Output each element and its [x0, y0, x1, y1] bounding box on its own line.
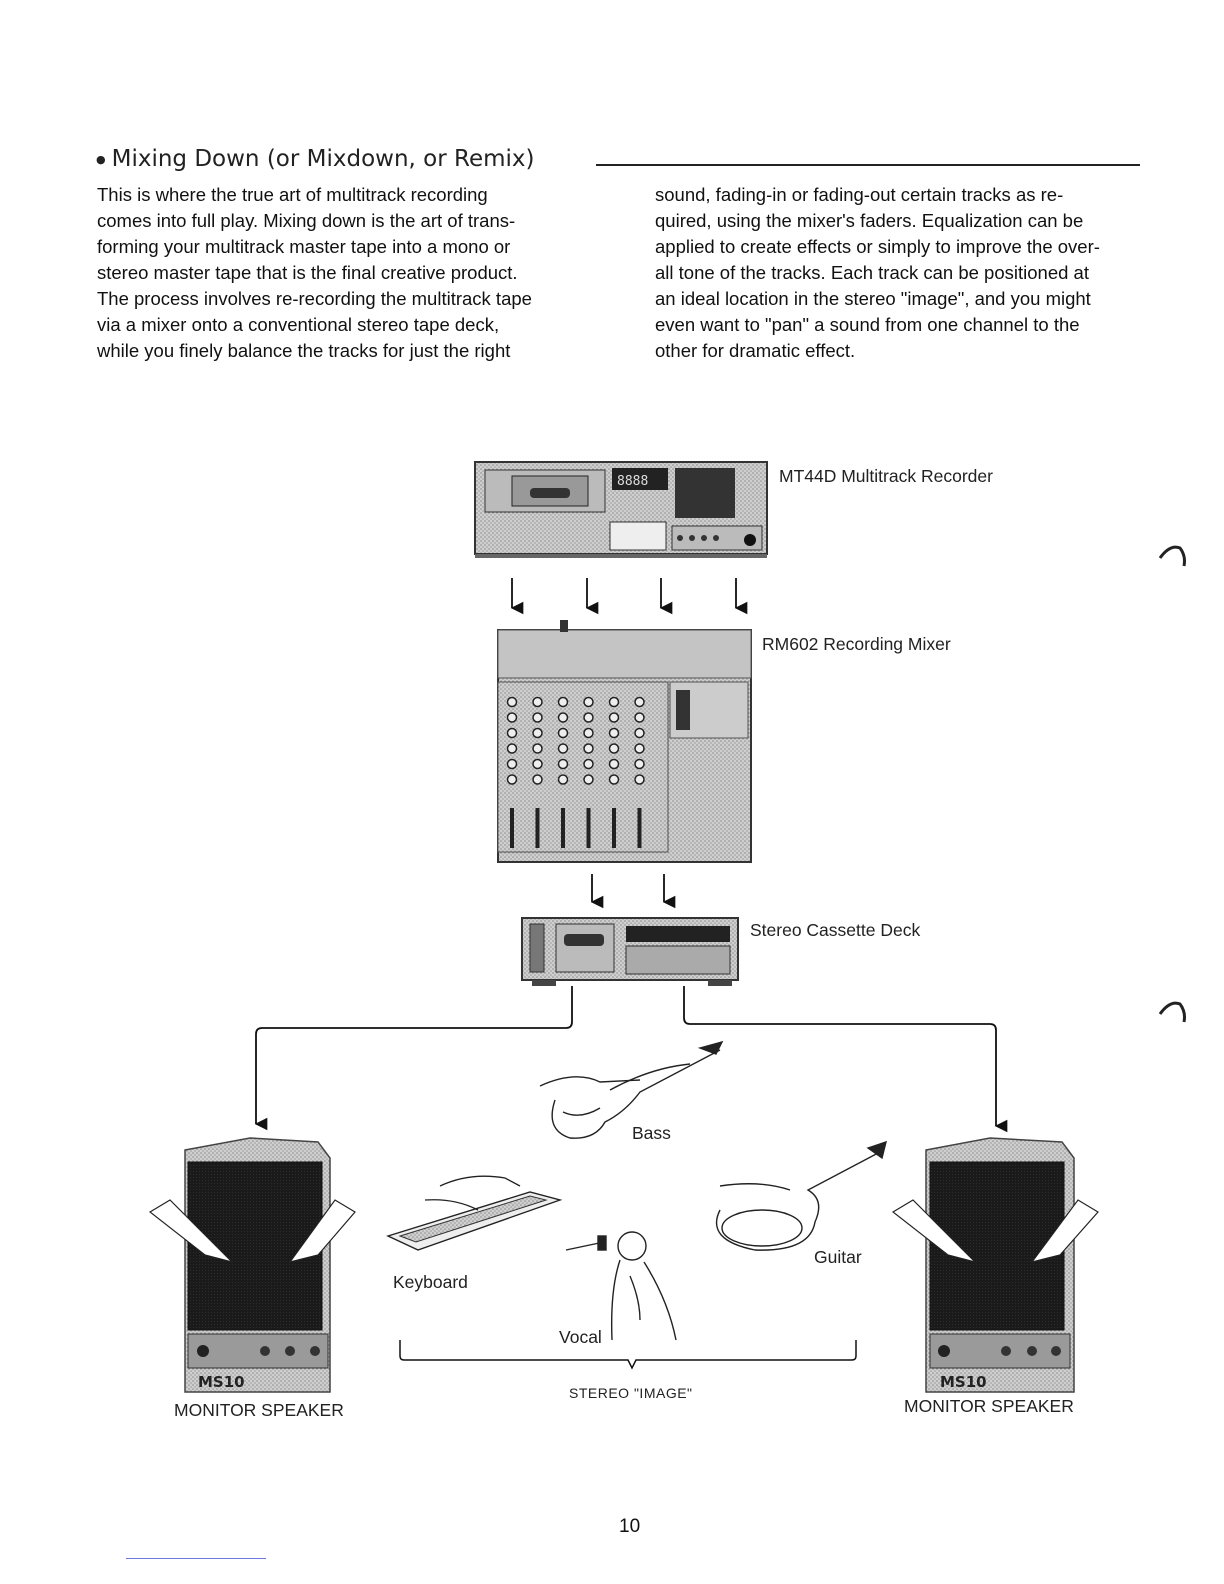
mixer-knob — [557, 727, 569, 739]
mixer-knob — [583, 727, 594, 739]
multitrack-recorder — [474, 461, 768, 558]
footer-rule — [126, 1558, 266, 1559]
left-speaker-badge: MS10 — [198, 1373, 245, 1391]
mixer-knob — [634, 774, 645, 785]
mixer-knob — [506, 727, 518, 739]
mixer-fader — [561, 808, 565, 848]
body-line: other for dramatic effect. — [655, 340, 856, 361]
mixer-knob — [583, 696, 594, 708]
mixer-knob — [557, 758, 569, 770]
body-line: comes into full play. Mixing down is the… — [97, 210, 516, 231]
mixer-knob — [583, 774, 594, 785]
section-title: Mixing Down (or Mixdown, or Remix) — [111, 146, 535, 172]
mixer-knob — [506, 712, 518, 723]
mixer-knob — [608, 712, 620, 723]
body-line: even want to "pan" a sound from one chan… — [655, 314, 1080, 335]
deck-to-speaker-lines — [254, 986, 1008, 1133]
body-line: The process involves re-recording the mu… — [97, 288, 532, 309]
bass-label: Bass — [632, 1123, 671, 1143]
mixer-knob — [634, 743, 645, 754]
vocal-label: Vocal — [559, 1327, 602, 1347]
body-column-left: This is where the true art of multitrack… — [97, 182, 532, 364]
mixer-to-deck-arrows — [590, 874, 676, 909]
margin-mark — [1158, 545, 1186, 567]
guitar-label: Guitar — [814, 1247, 862, 1267]
mixer-knob — [506, 774, 518, 785]
mixer-knob — [583, 743, 594, 754]
mixer-knob — [583, 712, 594, 723]
right-speaker-label: MONITOR SPEAKER — [904, 1396, 1074, 1416]
mixer-knob — [532, 712, 543, 723]
recorder-to-mixer-arrows — [510, 578, 748, 615]
body-line: quired, using the mixer's faders. Equali… — [655, 210, 1084, 231]
body-line: via a mixer onto a conventional stereo t… — [97, 314, 500, 335]
mixer-knob — [532, 758, 543, 770]
heading-rule — [596, 164, 1140, 166]
mixer-knob — [506, 743, 518, 754]
mixer-knob — [532, 696, 543, 708]
deck-label: Stereo Cassette Deck — [750, 920, 921, 940]
body-line: forming your multitrack master tape into… — [97, 236, 511, 257]
left-speaker-label: MONITOR SPEAKER — [174, 1400, 344, 1420]
keyboard-label: Keyboard — [393, 1272, 468, 1292]
mixer-knob — [557, 774, 569, 785]
mixer-fader — [637, 808, 642, 848]
vocalist-illustration — [565, 1231, 677, 1341]
mixer-knob — [608, 696, 620, 708]
mixer-knob — [608, 758, 620, 770]
mixer-knob — [634, 696, 645, 708]
mixer-knob — [608, 743, 620, 754]
right-monitor-speaker — [891, 1137, 1099, 1393]
body-line: an ideal location in the stereo "image",… — [655, 288, 1091, 309]
body-line: sound, fading-in or fading-out certain t… — [655, 184, 1064, 205]
mixer-knob — [532, 743, 543, 754]
left-monitor-speaker — [148, 1137, 356, 1393]
recorder-label: MT44D Multitrack Recorder — [779, 466, 993, 486]
margin-mark — [1158, 1001, 1186, 1023]
mixer-knob — [532, 727, 543, 739]
mixer-knob — [634, 712, 645, 723]
mixer-label: RM602 Recording Mixer — [762, 634, 951, 654]
mixer-knobs — [506, 696, 645, 848]
keyboard-illustration — [386, 1175, 563, 1251]
mixer-knob — [506, 758, 518, 770]
heading-bullet: ● — [96, 153, 106, 166]
page-number: 10 — [619, 1516, 641, 1537]
mixer-knob — [532, 774, 543, 785]
body-column-right: sound, fading-in or fading-out certain t… — [655, 182, 1100, 364]
stereo-cassette-deck — [521, 917, 739, 986]
guitar-illustration — [715, 1140, 887, 1251]
mixer-knob — [557, 696, 569, 708]
recorder-display: 8888 — [617, 474, 648, 489]
mixer-fader — [535, 808, 540, 848]
body-line: stereo master tape that is the final cre… — [97, 262, 518, 283]
mixer-knob — [634, 758, 645, 770]
mixer-fader — [510, 808, 514, 848]
mixer-knob — [608, 727, 620, 739]
mixer-knob — [557, 712, 569, 723]
mixer-knob — [608, 774, 620, 785]
mixer-fader — [586, 808, 591, 848]
mixer-knob — [506, 696, 518, 708]
body-line: all tone of the tracks. Each track can b… — [655, 262, 1089, 283]
stereo-image-label: STEREO "IMAGE" — [569, 1385, 693, 1401]
bass-illustration — [539, 1040, 724, 1139]
stereo-image-bracket — [399, 1340, 857, 1370]
section-heading: ● Mixing Down (or Mixdown, or Remix) — [96, 146, 541, 172]
body-line: while you finely balance the tracks for … — [97, 340, 511, 361]
mixer-knob — [583, 758, 594, 770]
mixer-fader — [612, 808, 616, 848]
mixer-knob — [634, 727, 645, 739]
body-line: applied to create effects or simply to i… — [655, 236, 1100, 257]
mixer-knob — [557, 743, 569, 754]
body-line: This is where the true art of multitrack… — [97, 184, 488, 205]
right-speaker-badge: MS10 — [940, 1373, 987, 1391]
